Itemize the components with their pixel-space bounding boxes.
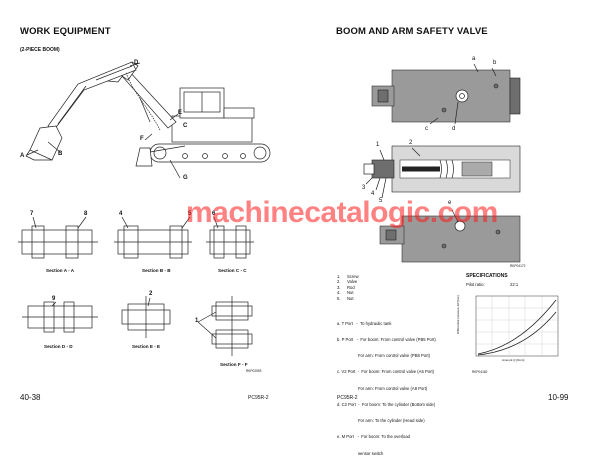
port-line: For arm: From control valve (PB8 Port) xyxy=(337,353,431,359)
right-model: PC95R-2 xyxy=(337,395,358,401)
port-callout-a: a xyxy=(472,56,476,62)
callout-e: E xyxy=(178,110,183,116)
num-7: 7 xyxy=(30,211,34,217)
left-page-title: WORK EQUIPMENT xyxy=(20,26,111,37)
graph-x-label: Amount Q [l/min] xyxy=(502,358,525,362)
ports-list: a. T Port - To hydraulic tank b. P Port … xyxy=(337,310,436,461)
pressure-flow-graph xyxy=(475,295,559,357)
section-e-e-label: Section E - E xyxy=(132,344,161,349)
left-model: PC95R-2 xyxy=(248,395,269,401)
port-line: e. M Port - For boom: To the overload xyxy=(337,434,411,440)
right-page-number: 10-99 xyxy=(548,393,569,402)
section-drawings-row2 xyxy=(22,296,253,356)
port-callout-d: d xyxy=(452,126,456,132)
valve-cross-section xyxy=(363,145,521,199)
port-callout-e: e xyxy=(448,200,452,206)
callout-g: G xyxy=(183,175,188,181)
port-line: d. C2 Port - For boom: To the cylinder (… xyxy=(337,401,436,407)
num-9: 9 xyxy=(52,296,56,302)
pilot-ratio-value: 22:1 xyxy=(510,282,519,287)
left-page-subtitle: (2-PIECE BOOM) xyxy=(20,47,60,53)
graph-y-label: Differential pressure ΔP [bar] xyxy=(456,295,460,334)
num-2: 2 xyxy=(149,291,153,297)
part-row: 4.Nut xyxy=(337,290,354,296)
parts-list: 1.Screw 2.Valve 3.Rod 4.Nut 5.Nut xyxy=(337,274,359,301)
num-5: 5 xyxy=(188,211,192,217)
port-line: For arm: To the cylinder (Head side) xyxy=(337,418,425,424)
section-drawings-row1 xyxy=(18,216,254,259)
num-6: 6 xyxy=(212,211,216,217)
port-line: For arm: From control valve (A8 Port) xyxy=(337,385,428,391)
part-row: 3.Rod xyxy=(337,284,355,290)
callout-f: F xyxy=(140,136,144,142)
section-b-b-label: Section B - B xyxy=(142,268,171,273)
pilot-ratio-label: Pilot ratio: xyxy=(466,282,485,287)
num-4: 4 xyxy=(119,211,123,217)
part-callout-5: 5 xyxy=(379,198,383,204)
port-callout-b: b xyxy=(493,60,497,66)
excavator-drawing xyxy=(25,61,271,179)
part-row: 2.Valve xyxy=(337,279,358,285)
num-8: 8 xyxy=(84,211,88,217)
num-1: 1 xyxy=(195,318,199,324)
callout-b: B xyxy=(58,151,63,157)
section-f-f-label: Section F - F xyxy=(220,362,248,367)
right-figure-code-1: RKP04172 xyxy=(510,264,526,268)
port-line: a. T Port - To hydraulic tank xyxy=(337,320,392,326)
left-figure-code: RKP02593 xyxy=(246,369,262,373)
part-callout-1: 1 xyxy=(376,142,380,148)
section-d-d-label: Section D - D xyxy=(44,344,73,349)
graph-code: RKP04182 xyxy=(472,370,488,374)
port-line: sensor switch xyxy=(337,450,384,456)
part-row: 5.Nut xyxy=(337,295,354,301)
port-callout-c: c xyxy=(425,126,428,132)
right-page-title: BOOM AND ARM SAFETY VALVE xyxy=(336,26,488,37)
port-line: b. P Port - For boom: From control valve… xyxy=(337,337,436,343)
section-a-a-label: Section A - A xyxy=(46,268,75,273)
callout-d: D xyxy=(134,60,139,66)
callout-a: A xyxy=(20,153,25,159)
part-row: 1.Screw xyxy=(337,274,359,279)
specifications-title: SPECIFICATIONS xyxy=(466,273,508,279)
part-callout-4: 4 xyxy=(371,191,375,197)
port-line: c. V2 Port - For boom: From control valv… xyxy=(337,369,435,375)
valve-side-view xyxy=(379,209,521,263)
valve-external-view xyxy=(371,63,521,125)
section-c-c-label: Section C - C xyxy=(218,268,247,273)
callout-c: C xyxy=(183,123,188,129)
watermark: machinecatalogic.com xyxy=(186,196,498,229)
left-page-number: 40-38 xyxy=(20,393,41,402)
part-callout-3: 3 xyxy=(362,185,366,191)
part-callout-2: 2 xyxy=(409,140,413,146)
